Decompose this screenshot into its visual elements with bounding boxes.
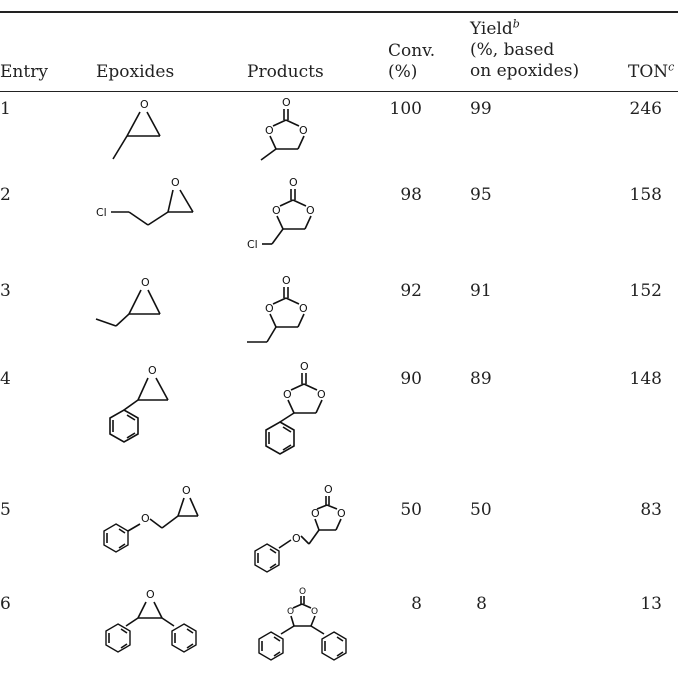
atom-o: O bbox=[141, 276, 150, 289]
header-yield: Yieldb (%, based on epoxides) bbox=[470, 17, 580, 82]
atom-o: O bbox=[265, 302, 274, 315]
product-chloropropylene-carbonate: O O O Cl bbox=[247, 176, 315, 251]
row3-ton: 152 bbox=[629, 281, 662, 301]
row4-yield: 89 bbox=[470, 369, 492, 389]
epoxide-styrene-oxide: O bbox=[109, 364, 169, 443]
header-ton-label: TON bbox=[628, 62, 669, 82]
atom-o: O bbox=[292, 532, 301, 545]
header-conv: Conv. (%) bbox=[388, 41, 435, 83]
product-stilbene-carbonate: O O O bbox=[258, 587, 347, 661]
epoxide-butylene-oxide: O bbox=[95, 276, 161, 327]
atom-o: O bbox=[272, 204, 281, 217]
row1-yield: 99 bbox=[470, 99, 492, 119]
atom-o: O bbox=[182, 484, 191, 497]
row1-conv: 100 bbox=[389, 99, 422, 119]
epoxide-stilbene-oxide: O bbox=[105, 588, 197, 653]
atom-o: O bbox=[282, 274, 291, 287]
header-conv-line1: Conv. bbox=[388, 41, 436, 61]
atom-o: O bbox=[171, 176, 180, 189]
row3-yield: 91 bbox=[470, 281, 492, 301]
atom-cl: Cl bbox=[96, 206, 107, 219]
row4-conv: 90 bbox=[400, 369, 422, 389]
row2-yield: 95 bbox=[470, 185, 492, 205]
atom-o: O bbox=[311, 507, 320, 520]
atom-o: O bbox=[265, 124, 274, 137]
product-butylene-carbonate: O O O bbox=[247, 274, 308, 343]
atom-o: O bbox=[306, 204, 315, 217]
header-ton: TONc bbox=[628, 60, 675, 83]
atom-o: O bbox=[311, 607, 318, 617]
header-yield-line3: on epoxides) bbox=[470, 61, 580, 81]
header-yield-footnote: b bbox=[512, 17, 520, 31]
product-propylene-carbonate: O O O bbox=[260, 96, 308, 161]
row4-entry: 4 bbox=[0, 369, 11, 389]
atom-cl: Cl bbox=[247, 238, 258, 251]
atom-o: O bbox=[299, 124, 308, 137]
row5-yield: 50 bbox=[470, 500, 492, 520]
row1-entry: 1 bbox=[0, 99, 11, 119]
row6-conv: 8 bbox=[411, 594, 422, 614]
row2-conv: 98 bbox=[400, 185, 422, 205]
header-yield-line1: Yield bbox=[470, 19, 513, 39]
header-entry: Entry bbox=[0, 62, 48, 82]
row4-ton: 148 bbox=[629, 369, 662, 389]
row5-ton: 83 bbox=[640, 500, 662, 520]
atom-o: O bbox=[140, 98, 149, 111]
top-rule bbox=[0, 11, 678, 13]
row5-conv: 50 bbox=[400, 500, 422, 520]
atom-o: O bbox=[146, 588, 155, 601]
header-epoxides: Epoxides bbox=[96, 62, 175, 82]
row6-ton: 13 bbox=[640, 594, 662, 614]
header-products: Products bbox=[247, 62, 324, 82]
epoxide-propylene-oxide: O bbox=[112, 98, 161, 160]
atom-o: O bbox=[287, 607, 294, 617]
row6-yield: 8 bbox=[476, 594, 487, 614]
atom-o: O bbox=[289, 176, 298, 189]
product-phenyl-carbonate: O O O O bbox=[254, 483, 346, 573]
atom-o: O bbox=[317, 388, 326, 401]
atom-o: O bbox=[300, 360, 309, 373]
row3-conv: 92 bbox=[400, 281, 422, 301]
product-styrene-carbonate: O O O bbox=[265, 360, 326, 455]
row2-entry: 2 bbox=[0, 185, 11, 205]
header-rule bbox=[0, 91, 678, 92]
atom-o: O bbox=[337, 507, 346, 520]
row5-entry: 5 bbox=[0, 500, 11, 520]
atom-o: O bbox=[148, 364, 157, 377]
epoxide-phenyl-glycidyl-ether: O O bbox=[103, 484, 199, 553]
epoxide-epichlorohydrin: Cl O bbox=[96, 176, 194, 226]
atom-o: O bbox=[283, 388, 292, 401]
atom-o: O bbox=[324, 483, 333, 496]
header-ton-footnote: c bbox=[668, 60, 675, 74]
atom-o: O bbox=[282, 96, 291, 109]
row6-entry: 6 bbox=[0, 594, 11, 614]
atom-o: O bbox=[299, 587, 306, 597]
header-conv-line2: (%) bbox=[388, 62, 418, 82]
header-yield-line2: (%, based bbox=[470, 40, 555, 60]
row2-ton: 158 bbox=[629, 185, 662, 205]
row3-entry: 3 bbox=[0, 281, 11, 301]
atom-o: O bbox=[141, 512, 150, 525]
row1-ton: 246 bbox=[629, 99, 662, 119]
atom-o: O bbox=[299, 302, 308, 315]
